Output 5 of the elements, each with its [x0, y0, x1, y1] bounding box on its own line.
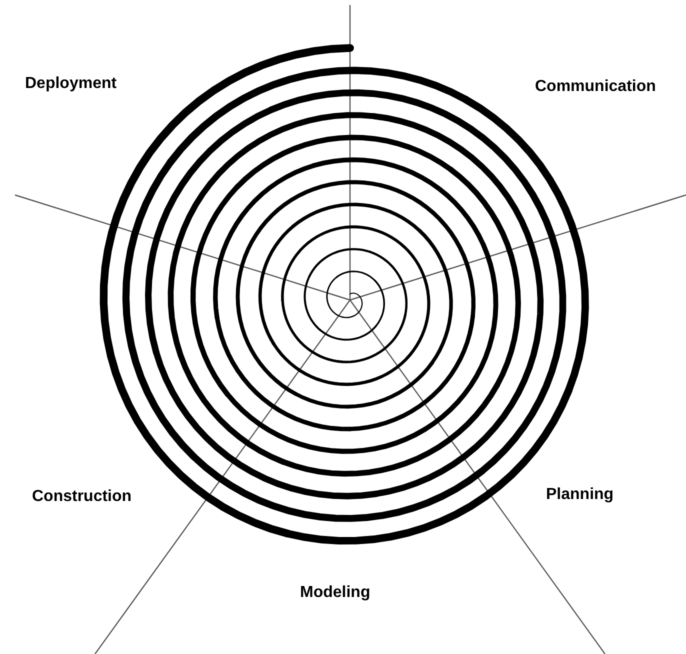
phase-label: Construction — [32, 488, 132, 506]
phase-label: Planning — [546, 486, 614, 504]
phase-label: Modeling — [300, 584, 370, 602]
phase-label: Deployment — [25, 75, 117, 93]
phase-label: Communication — [535, 78, 656, 96]
